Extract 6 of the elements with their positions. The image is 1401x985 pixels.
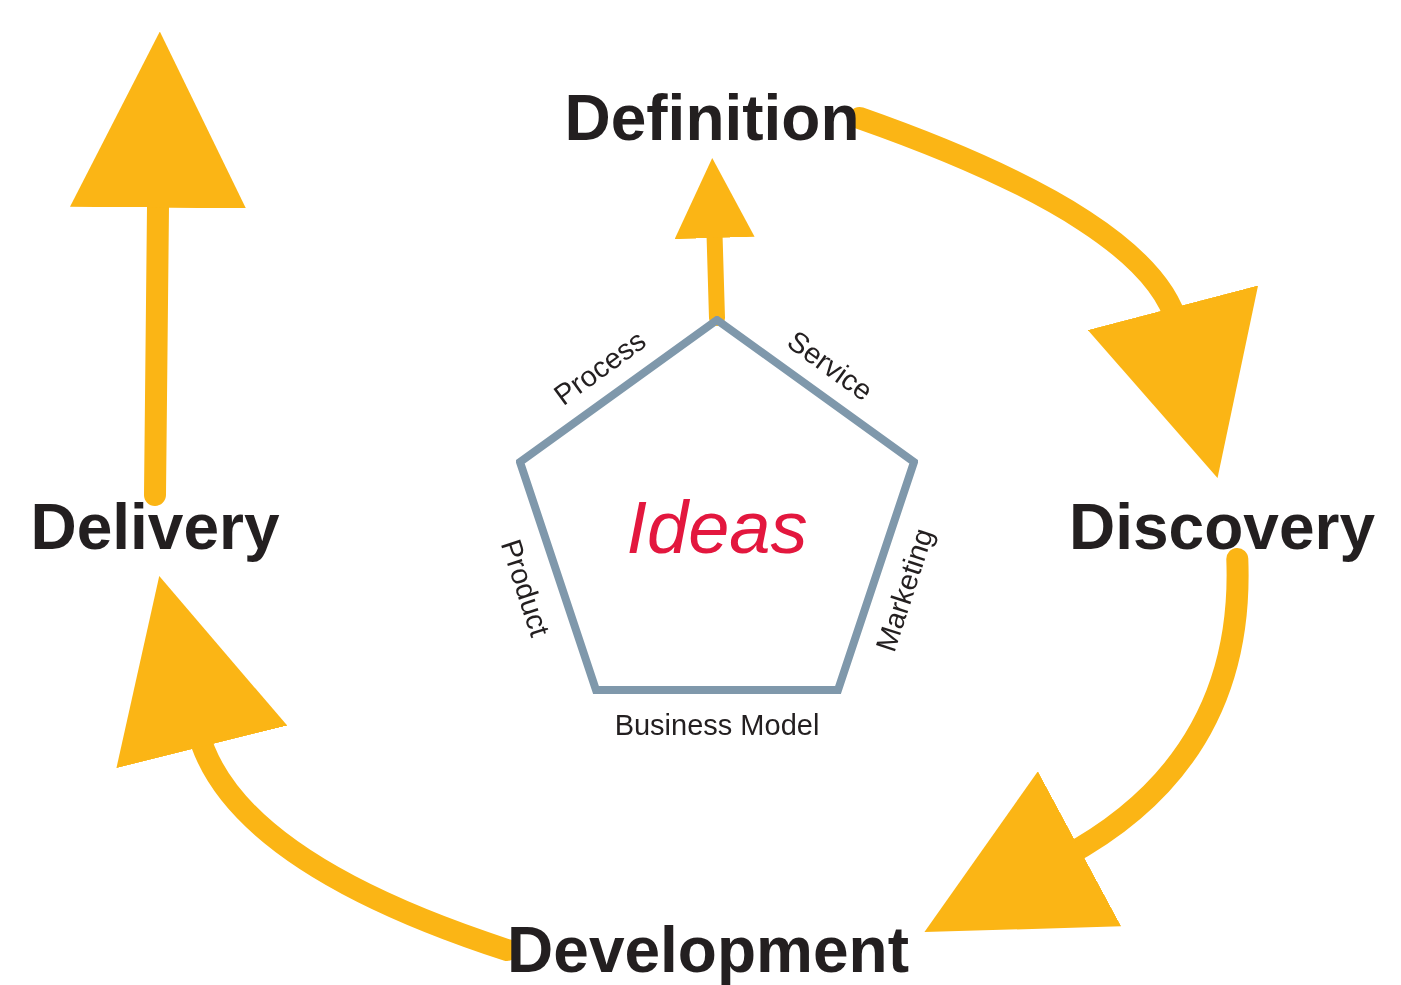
- arrow: [674, 158, 755, 326]
- side-label: Product: [495, 536, 555, 640]
- stage-label: Definition: [564, 86, 860, 150]
- side-label: Business Model: [614, 710, 820, 740]
- arrow: [70, 31, 246, 506]
- center-label: Ideas: [626, 490, 808, 565]
